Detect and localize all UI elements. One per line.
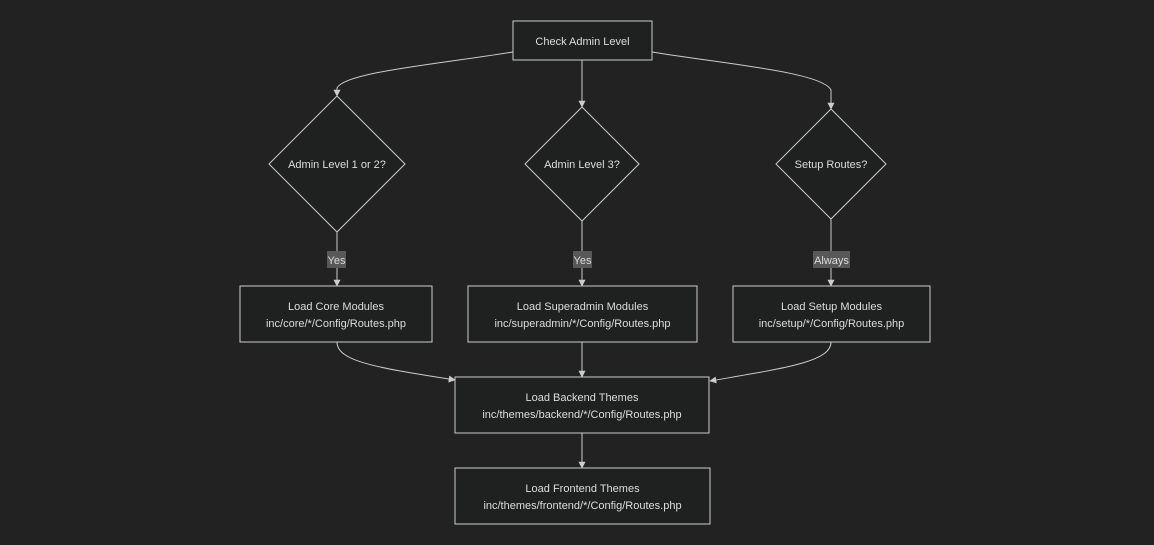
edge-label-text: Yes (574, 255, 592, 267)
node-path: inc/themes/frontend/*/Config/Routes.php (483, 500, 681, 512)
edge-label-text: Always (814, 255, 849, 267)
node-label: Check Admin Level (535, 36, 629, 48)
node-load-backend-themes: Load Backend Themes inc/themes/backend/*… (454, 376, 710, 434)
node-path: inc/themes/backend/*/Config/Routes.php (482, 409, 681, 421)
edge-label-yes-superadmin: Yes (573, 251, 592, 268)
node-path: inc/core/*/Config/Routes.php (266, 318, 406, 330)
node-load-frontend-themes: Load Frontend Themes inc/themes/frontend… (454, 467, 711, 525)
node-title: Load Backend Themes (526, 392, 639, 404)
edge-label-yes-core: Yes (327, 251, 346, 268)
node-title: Load Superadmin Modules (517, 301, 649, 313)
edge-check-to-level12 (333, 51, 514, 97)
decision-label: Admin Level 1 or 2? (288, 159, 386, 171)
node-check-admin-level: Check Admin Level (512, 20, 653, 61)
edge-label-always-setup: Always (813, 251, 850, 268)
edge-setup-to-backend (709, 341, 832, 384)
decision-label: Admin Level 3? (544, 159, 620, 171)
node-title: Load Setup Modules (781, 301, 882, 313)
node-title: Load Frontend Themes (525, 483, 640, 495)
edge-core-to-backend (336, 341, 456, 383)
node-load-core-modules: Load Core Modules inc/core/*/Config/Rout… (239, 285, 433, 343)
node-load-superadmin-modules: Load Superadmin Modules inc/superadmin/*… (467, 285, 698, 343)
node-title: Load Core Modules (288, 301, 385, 313)
node-path: inc/setup/*/Config/Routes.php (759, 318, 905, 330)
edge-check-to-setup-routes (651, 51, 835, 110)
decision-setup-routes: Setup Routes? (775, 108, 887, 220)
edge-label-text: Yes (328, 255, 346, 267)
node-load-setup-modules: Load Setup Modules inc/setup/*/Config/Ro… (732, 285, 931, 343)
node-path: inc/superadmin/*/Config/Routes.php (494, 318, 670, 330)
decision-admin-level-1-or-2: Admin Level 1 or 2? (268, 95, 406, 233)
decision-label: Setup Routes? (795, 159, 868, 171)
decision-admin-level-3: Admin Level 3? (524, 106, 640, 222)
